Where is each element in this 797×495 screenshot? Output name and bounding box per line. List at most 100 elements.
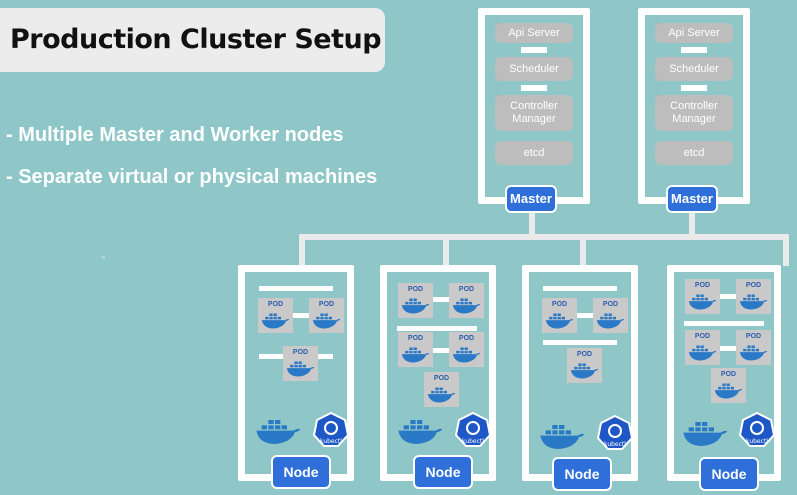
master-node-1: Api Server Scheduler Controller Manager … [478, 8, 590, 204]
docker-whale-icon [261, 313, 290, 329]
pod-label: POD [407, 286, 424, 293]
pod-label: POD [433, 375, 450, 382]
pod: POD [309, 298, 344, 333]
pod-label: POD [551, 301, 568, 308]
pod: POD [424, 372, 459, 407]
pod: POD [685, 330, 720, 365]
pod-label: POD [694, 282, 711, 289]
wire-node-4 [783, 234, 789, 266]
docker-whale-icon [714, 383, 743, 399]
node-label-3: Node [552, 457, 612, 491]
kubernetes-icon: kubectl [738, 411, 776, 452]
docker-whale-icon [256, 420, 301, 444]
worker-node-3: POD POD POD kubectl [522, 265, 638, 481]
pod: POD [567, 348, 602, 383]
pod: POD [258, 298, 293, 333]
pod: POD [685, 279, 720, 314]
connector-bar [577, 313, 593, 318]
scheduler: Scheduler [655, 57, 733, 81]
docker-whale-icon [688, 294, 717, 310]
docker-whale-icon [401, 298, 430, 314]
wire-master-2 [689, 208, 695, 236]
worker-node-1: POD POD POD kubectl [238, 265, 354, 481]
master-node-2: Api Server Scheduler Controller Manager … [638, 8, 750, 204]
connector-bar [681, 85, 707, 91]
docker-whale-icon [739, 345, 768, 361]
pod: POD [736, 279, 771, 314]
worker-node-4: POD POD POD POD POD kubectl [667, 265, 781, 481]
docker-whale-icon [739, 294, 768, 310]
controller-manager: Controller Manager [655, 95, 733, 131]
connector-bar [684, 321, 764, 326]
kubernetes-icon: kubectl [596, 414, 634, 455]
connector-bar [433, 348, 449, 353]
docker-whale-icon [540, 425, 585, 449]
cursor-dot [102, 256, 105, 259]
connector-bar [293, 313, 309, 318]
connector-bar [521, 47, 547, 53]
wire-bus [299, 234, 789, 240]
docker-whale-icon [312, 313, 341, 329]
etcd: etcd [495, 141, 573, 165]
pod-label: POD [292, 349, 309, 356]
wire-node-3 [580, 234, 586, 266]
connector-bar [259, 286, 333, 291]
kubernetes-icon: kubectl [312, 411, 350, 452]
pod: POD [711, 368, 746, 403]
controller-manager: Controller Manager [495, 95, 573, 131]
pod: POD [283, 346, 318, 381]
pod-label: POD [745, 282, 762, 289]
wire-node-2 [443, 234, 449, 266]
connector-bar [397, 326, 477, 331]
node-label-4: Node [699, 457, 759, 491]
k8s-label: kubectl [746, 438, 768, 445]
connector-bar [681, 47, 707, 53]
pod-label: POD [458, 286, 475, 293]
connector-bar [521, 85, 547, 91]
pod: POD [542, 298, 577, 333]
pod-label: POD [267, 301, 284, 308]
docker-whale-icon [427, 387, 456, 403]
pod: POD [593, 298, 628, 333]
docker-whale-icon [596, 313, 625, 329]
kubernetes-icon: kubectl [454, 411, 492, 452]
pod-label: POD [458, 335, 475, 342]
title-banner: Production Cluster Setup [0, 8, 385, 72]
pod-label: POD [318, 301, 335, 308]
master-label-1: Master [505, 185, 557, 213]
pod: POD [736, 330, 771, 365]
connector-bar [720, 346, 736, 351]
etcd: etcd [655, 141, 733, 165]
docker-whale-icon [688, 345, 717, 361]
connector-bar [433, 297, 449, 302]
pod-label: POD [720, 371, 737, 378]
k8s-label: kubectl [462, 438, 484, 445]
node-label-2: Node [413, 455, 473, 489]
wire-node-1 [299, 234, 305, 266]
k8s-label: kubectl [320, 438, 342, 445]
k8s-label: kubectl [604, 441, 626, 448]
pod: POD [398, 283, 433, 318]
connector-bar [543, 286, 617, 291]
docker-whale-icon [570, 363, 599, 379]
page-title: Production Cluster Setup [10, 24, 382, 55]
connector-bar [720, 294, 736, 299]
docker-whale-icon [683, 422, 728, 446]
pod: POD [449, 332, 484, 367]
docker-whale-icon [452, 347, 481, 363]
docker-whale-icon [545, 313, 574, 329]
docker-whale-icon [286, 361, 315, 377]
wire-master-1 [529, 208, 535, 236]
pod-label: POD [745, 333, 762, 340]
api-server: Api Server [495, 23, 573, 43]
docker-whale-icon [398, 420, 443, 444]
master-label-2: Master [666, 185, 718, 213]
scheduler: Scheduler [495, 57, 573, 81]
pod: POD [398, 332, 433, 367]
docker-whale-icon [401, 347, 430, 363]
worker-node-2: POD POD POD POD POD kubectl [380, 265, 496, 481]
pod-label: POD [576, 351, 593, 358]
bullet-2: - Separate virtual or physical machines [6, 166, 378, 188]
bullet-1: - Multiple Master and Worker nodes [6, 124, 344, 146]
connector-bar [543, 340, 617, 345]
